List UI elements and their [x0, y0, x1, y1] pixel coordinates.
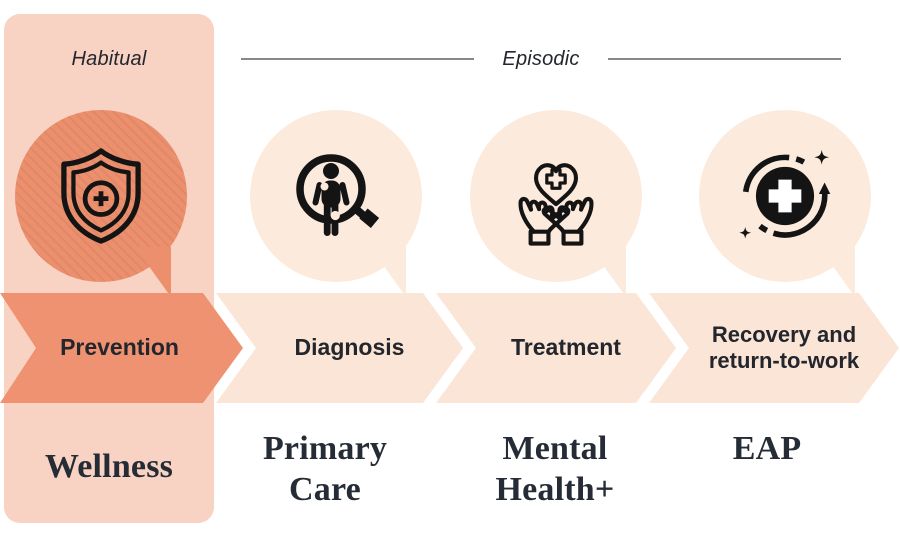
bubble-treatment	[470, 110, 642, 297]
product-wellness: Wellness	[44, 448, 174, 485]
product-eap: EAP	[732, 430, 802, 467]
arrow-diagnosis-label: Diagnosis	[294, 334, 405, 361]
product-mental-health: Mental Health+	[495, 430, 615, 509]
magnifier-person-icon	[296, 154, 380, 236]
bubble-diagnosis	[250, 110, 422, 297]
shield-plus-icon	[61, 148, 141, 244]
habitual-header: Habitual	[4, 46, 214, 72]
arrow-prevention-label: Prevention	[60, 334, 179, 361]
episodic-divider-right	[607, 58, 842, 60]
hands-heart-icon	[518, 163, 594, 246]
habitual-label: Habitual	[71, 47, 147, 70]
recovery-cross-icon	[739, 149, 831, 239]
episodic-header: Episodic	[241, 46, 842, 72]
arrow-treatment-label: Treatment	[511, 334, 621, 361]
product-primary-care: Primary Care	[262, 430, 388, 509]
bubble-prevention	[15, 110, 187, 297]
arrow-treatment: Treatment	[436, 293, 676, 403]
bubble-recovery	[699, 110, 871, 297]
episodic-label: Episodic	[502, 47, 580, 70]
arrow-recovery: Recovery and return-to-work	[649, 293, 899, 403]
arrow-recovery-label: Recovery and return-to-work	[708, 322, 860, 373]
arrow-prevention: Prevention	[0, 293, 243, 403]
arrow-diagnosis: Diagnosis	[216, 293, 463, 403]
episodic-divider-left	[241, 58, 475, 60]
